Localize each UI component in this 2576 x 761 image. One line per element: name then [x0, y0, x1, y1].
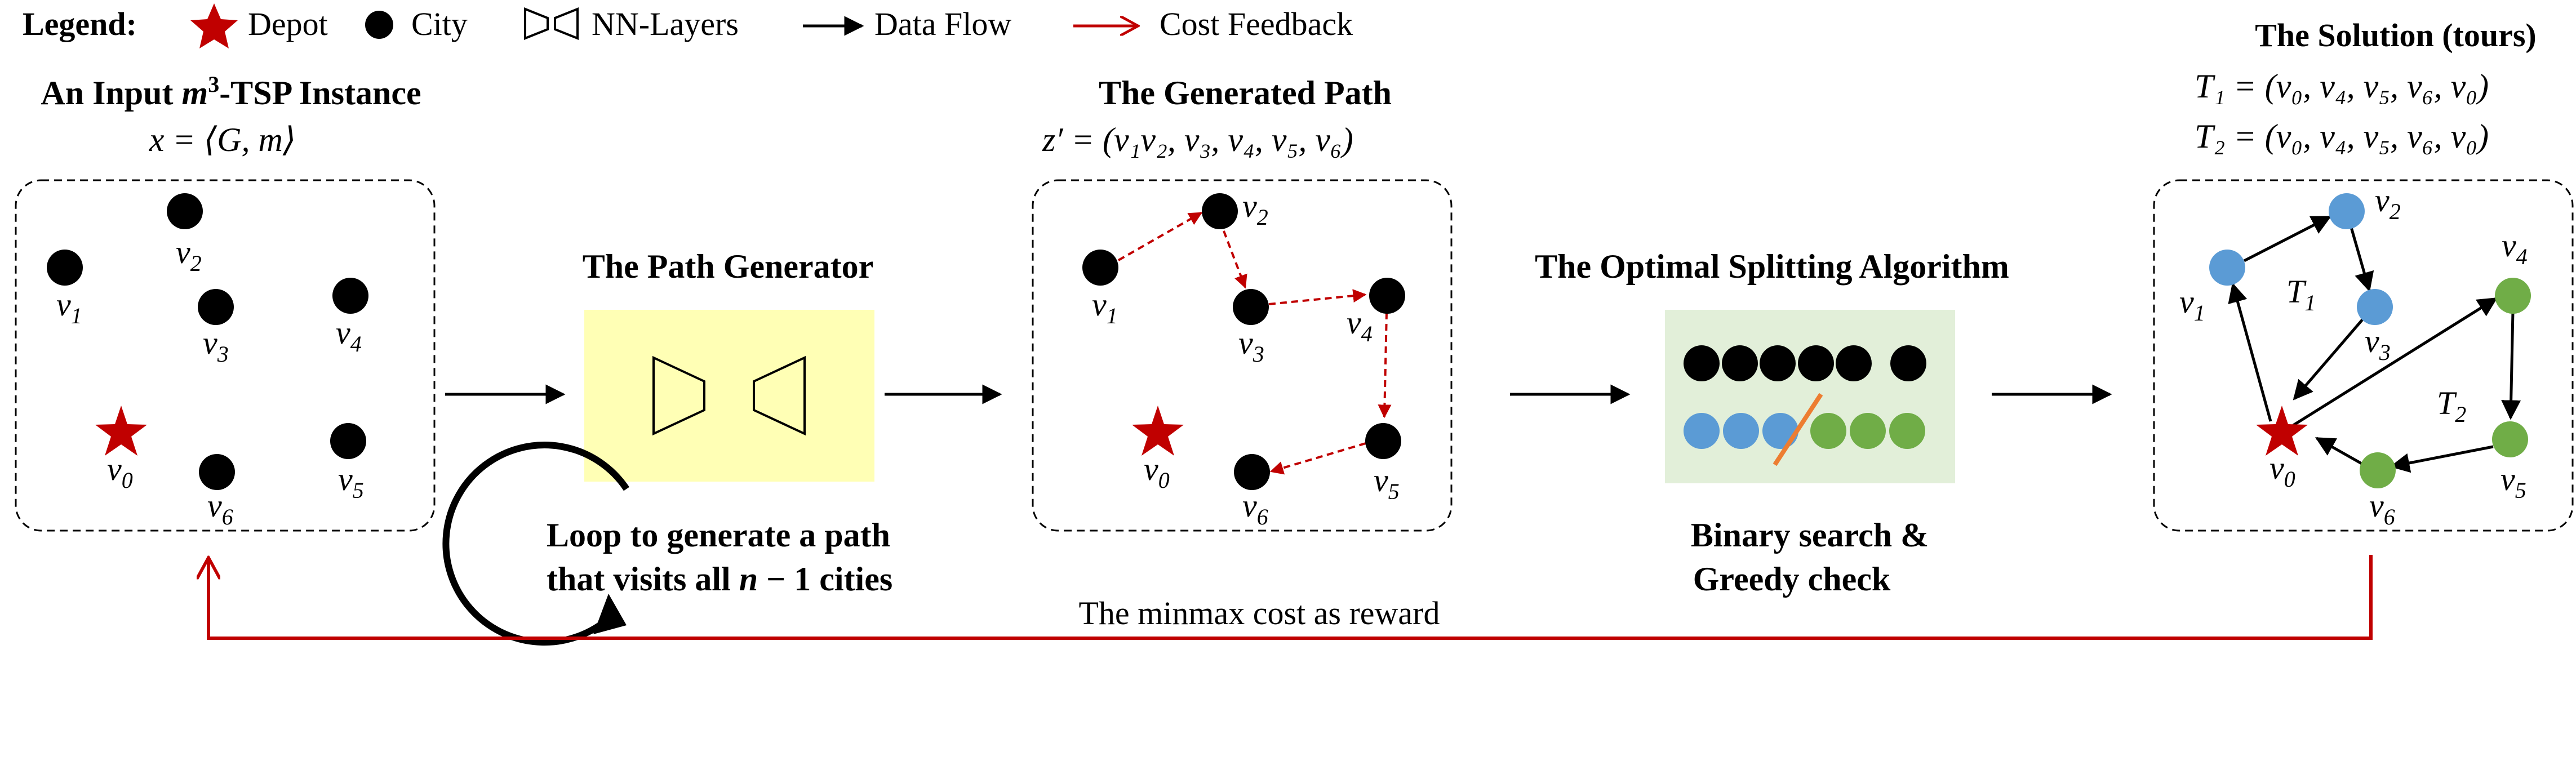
depot-star-icon: [190, 3, 238, 48]
path-generator-title: The Path Generator: [583, 248, 874, 285]
label-v1: v1: [1092, 286, 1118, 328]
input-panel: An Input m3-TSP Instance x = ⟨G, m⟩ v1 v…: [15, 72, 436, 532]
label-v3: v3: [203, 324, 229, 367]
label-v6: v6: [2369, 487, 2395, 529]
loop-arrow-icon: [442, 442, 629, 646]
depot-node-v0: [2256, 406, 2308, 456]
legend-cost-feedback-label: Cost Feedback: [1160, 6, 1353, 42]
label-v4: v4: [336, 314, 362, 357]
nn-layers-icon: [524, 7, 579, 40]
city-node-v4: [332, 278, 368, 314]
tour2-node-v4: [2495, 278, 2531, 314]
loop-arrowhead: [593, 594, 627, 634]
city-node-v4: [1369, 278, 1405, 314]
city-dot-icon: [365, 11, 393, 39]
splitting-panel: The Optimal Splitting Algorithm Binary s…: [1535, 248, 2009, 598]
label-v5: v5: [1374, 462, 1400, 504]
splitting-box: [1665, 310, 1955, 483]
path-sequence-black: [1684, 345, 1926, 381]
city-node-v6: [1234, 454, 1270, 490]
splitting-title: The Optimal Splitting Algorithm: [1535, 248, 2009, 285]
generated-path-panel: The Generated Path z′ = (v₁v₂, v₃, v₄, v…: [1032, 74, 1453, 532]
city-node-v6: [199, 454, 235, 490]
label-v1: v1: [56, 286, 82, 328]
label-v5: v5: [2501, 461, 2526, 503]
input-panel-title: An Input m3-TSP Instance: [41, 72, 421, 112]
tour2-label: T2: [2437, 385, 2466, 427]
tour-edges: [2228, 215, 2521, 473]
legend-nn-layers-label: NN-Layers: [592, 6, 739, 42]
solution-panel: The Solution (tours) T₁ = (v₀, v₄, v₅, v…: [2153, 17, 2574, 532]
label-v1: v1: [2179, 283, 2205, 326]
nn-layers-icon: [652, 355, 806, 436]
tour2-node-v6: [2360, 452, 2396, 488]
label-v3: v3: [2365, 323, 2391, 365]
cost-feedback-loop: The minmax cost as reward: [208, 555, 2373, 640]
tour1-label: T1: [2286, 273, 2316, 315]
solution-title: The Solution (tours): [2255, 17, 2537, 54]
city-node-v1: [1082, 250, 1118, 286]
label-v4: v4: [1347, 304, 1373, 346]
label-v2: v2: [1242, 188, 1268, 230]
generated-path-title: The Generated Path: [1099, 74, 1392, 112]
splitting-caption-line2: Greedy check: [1693, 560, 1891, 598]
depot-node-v0: [1132, 406, 1184, 456]
legend-title: Legend:: [23, 6, 137, 42]
label-v0: v0: [2269, 450, 2295, 492]
feedback-line: [208, 555, 2373, 640]
tour1-node-v1: [2209, 250, 2245, 286]
generated-path-edges: [1118, 212, 1392, 475]
input-panel-box: [15, 179, 436, 532]
label-v6: v6: [1242, 487, 1268, 529]
city-node-v2: [1202, 193, 1238, 229]
label-v2: v2: [2375, 182, 2401, 224]
city-node-v2: [167, 193, 203, 229]
legend-city-label: City: [411, 6, 468, 42]
city-node-v5: [1365, 423, 1401, 459]
loop-caption-line1: Loop to generate a path: [547, 517, 890, 554]
solution-t1: T₁ = (v₀, v₄, v₅, v₆, v₀): [2195, 68, 2489, 105]
city-node-v3: [198, 289, 234, 325]
generated-path-box: [1032, 179, 1453, 532]
city-node-v5: [330, 423, 366, 459]
loop-caption-line2: that visits all n − 1 cities: [547, 560, 892, 598]
city-node-v3: [1233, 289, 1269, 325]
path-generator-box: [584, 310, 874, 482]
feedback-label: The minmax cost as reward: [1078, 595, 1440, 631]
label-v0: v0: [107, 451, 133, 493]
label-v5: v5: [338, 461, 364, 503]
depot-node-v0: [95, 406, 147, 456]
input-formula: x = ⟨G, m⟩: [149, 121, 296, 158]
solution-box: [2153, 179, 2574, 532]
tour1-node-v3: [2357, 289, 2393, 325]
label-v4: v4: [2502, 227, 2528, 269]
city-node-v1: [47, 250, 83, 286]
label-v6: v6: [207, 487, 233, 529]
tour2-node-v5: [2492, 421, 2528, 457]
legend: Legend: Depot City NN-Layers Data Flow C…: [23, 3, 1353, 48]
legend-data-flow-label: Data Flow: [874, 6, 1011, 42]
legend-depot-label: Depot: [248, 6, 328, 42]
splitting-caption-line1: Binary search &: [1691, 517, 1929, 554]
split-slash-icon: [1773, 393, 1823, 466]
label-v3: v3: [1238, 324, 1264, 367]
generated-path-formula: z′ = (v₁v₂, v₃, v₄, v₅, v₆): [1042, 121, 1353, 158]
path-generator: The Path Generator Loop to generate a pa…: [442, 248, 892, 646]
tour1-node-v2: [2329, 193, 2365, 229]
label-v2: v2: [176, 234, 202, 276]
label-v0: v0: [1144, 451, 1170, 493]
solution-t2: T₂ = (v₀, v₄, v₅, v₆, v₀): [2195, 118, 2489, 155]
